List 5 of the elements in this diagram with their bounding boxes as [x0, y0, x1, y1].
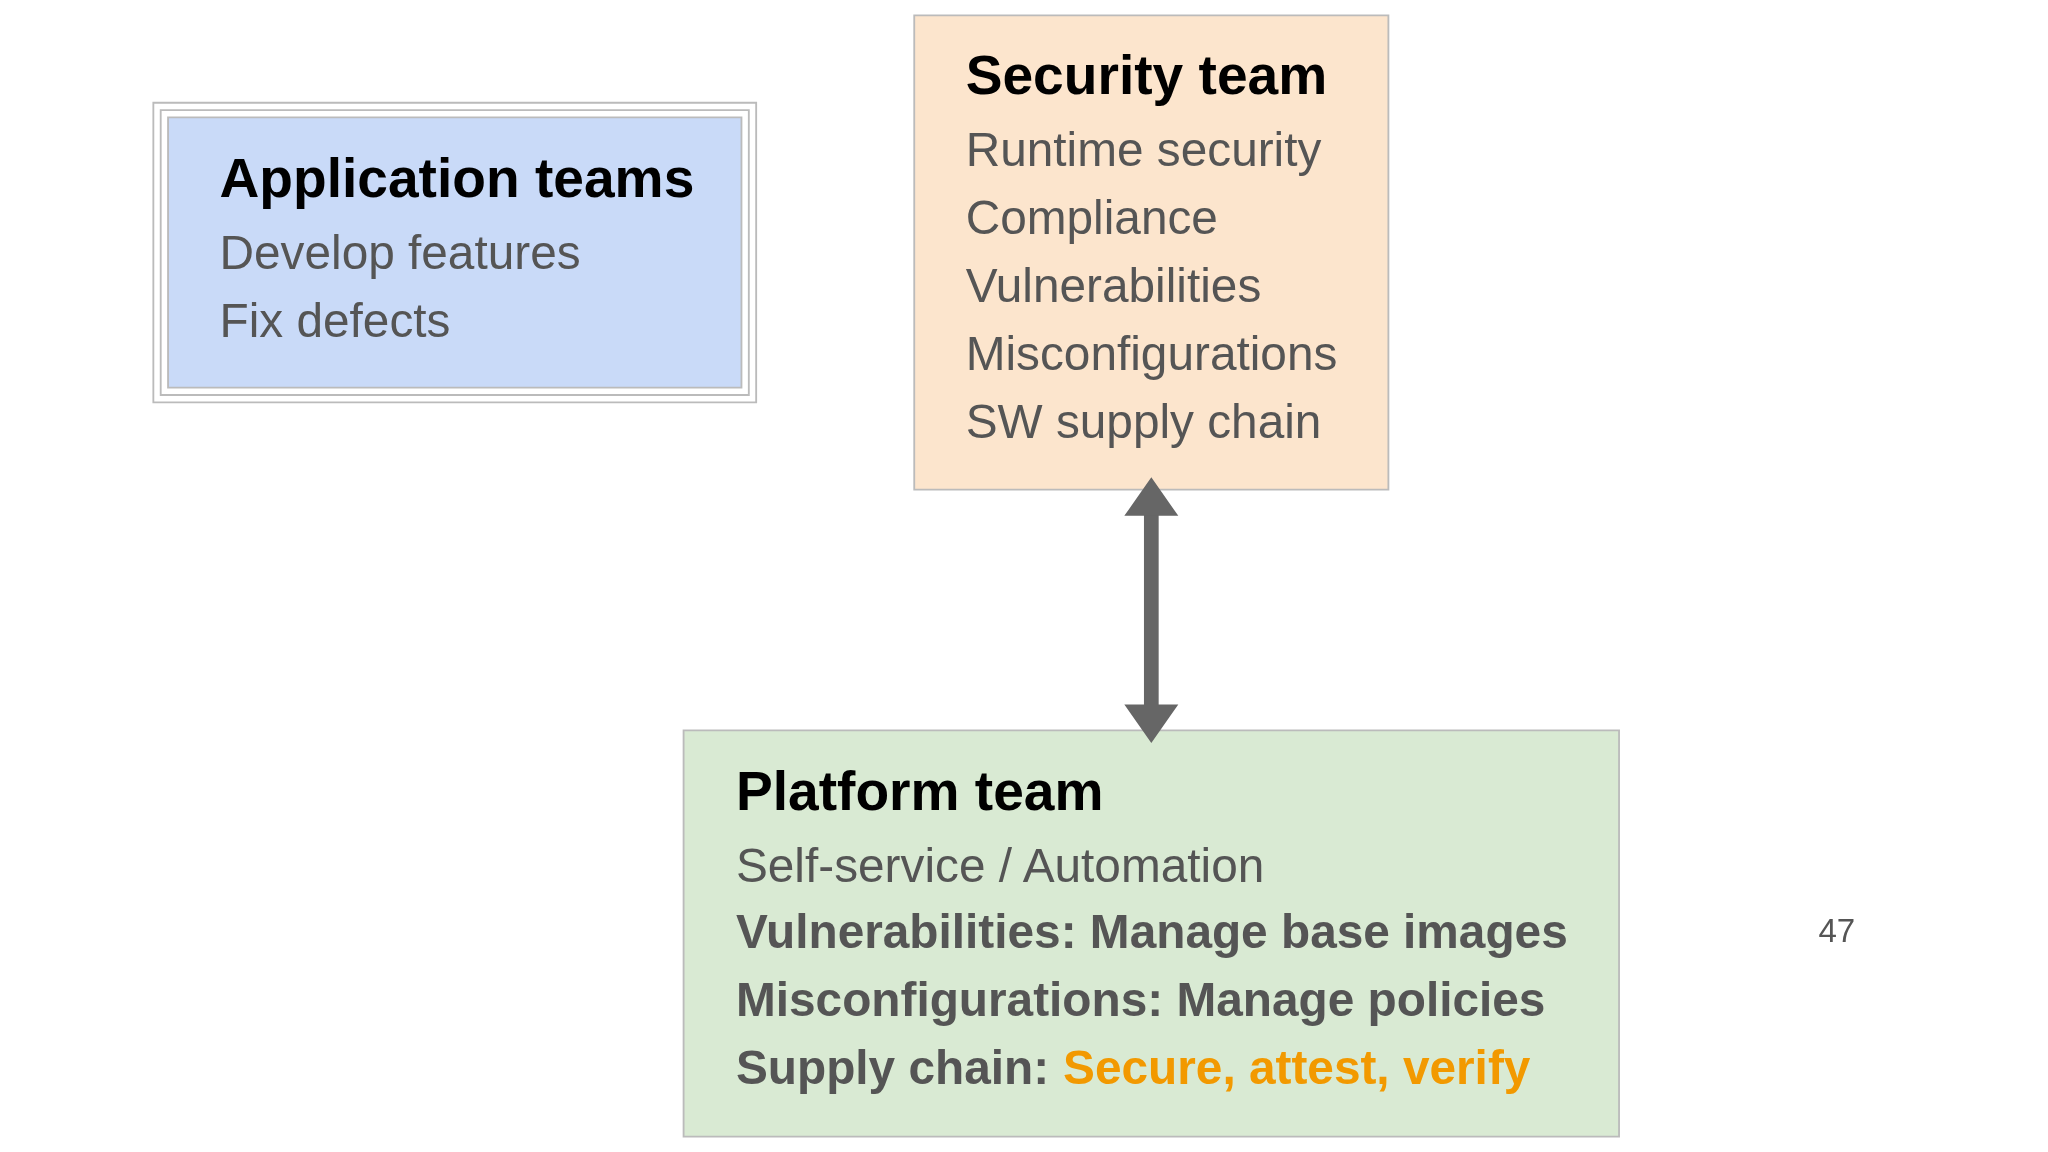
- arrow: [1123, 477, 1178, 744]
- node-box: Security team Runtime security Compliance Vulnerabilities Misconfigurations SW supply chain: [912, 14, 1389, 491]
- node-box: Application teams Develop features Fix defects: [151, 101, 757, 404]
- node-box: Platform team Self-service / Automation Vulnerabilities: Manage base images Misconfigurations: Manage policies Supply chain: Secure, attest, verify: [682, 729, 1620, 1138]
- label: 47: [1817, 911, 1855, 949]
